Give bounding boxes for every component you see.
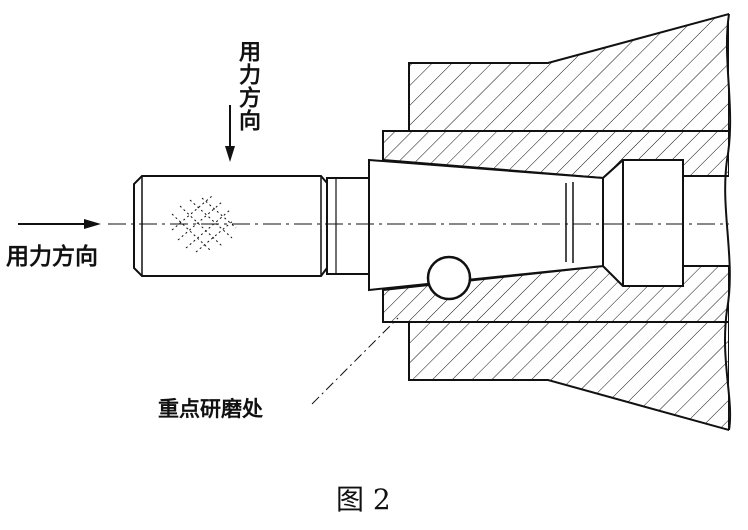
lapping-rod-neck: [326, 177, 370, 275]
taper-bore: [368, 158, 684, 292]
crosshatch-grip-icon: [171, 195, 237, 253]
leader-line: [311, 317, 399, 405]
force-direction-vertical-label: 用力方向: [235, 40, 260, 132]
steel-ball: [426, 255, 472, 301]
figure-caption: 图 2: [336, 483, 391, 516]
arrow-down-icon: [225, 105, 235, 162]
housing-upper: [408, 12, 729, 132]
lapping-rod-handle: [133, 175, 328, 277]
arrow-right-icon: [18, 219, 101, 229]
key-lapping-area-label: 重点研磨处: [158, 397, 263, 421]
force-direction-horizontal-label: 用力方向: [6, 244, 98, 270]
housing-lower: [408, 321, 729, 432]
body-sections: [382, 12, 729, 432]
break-line-right: [724, 13, 732, 431]
